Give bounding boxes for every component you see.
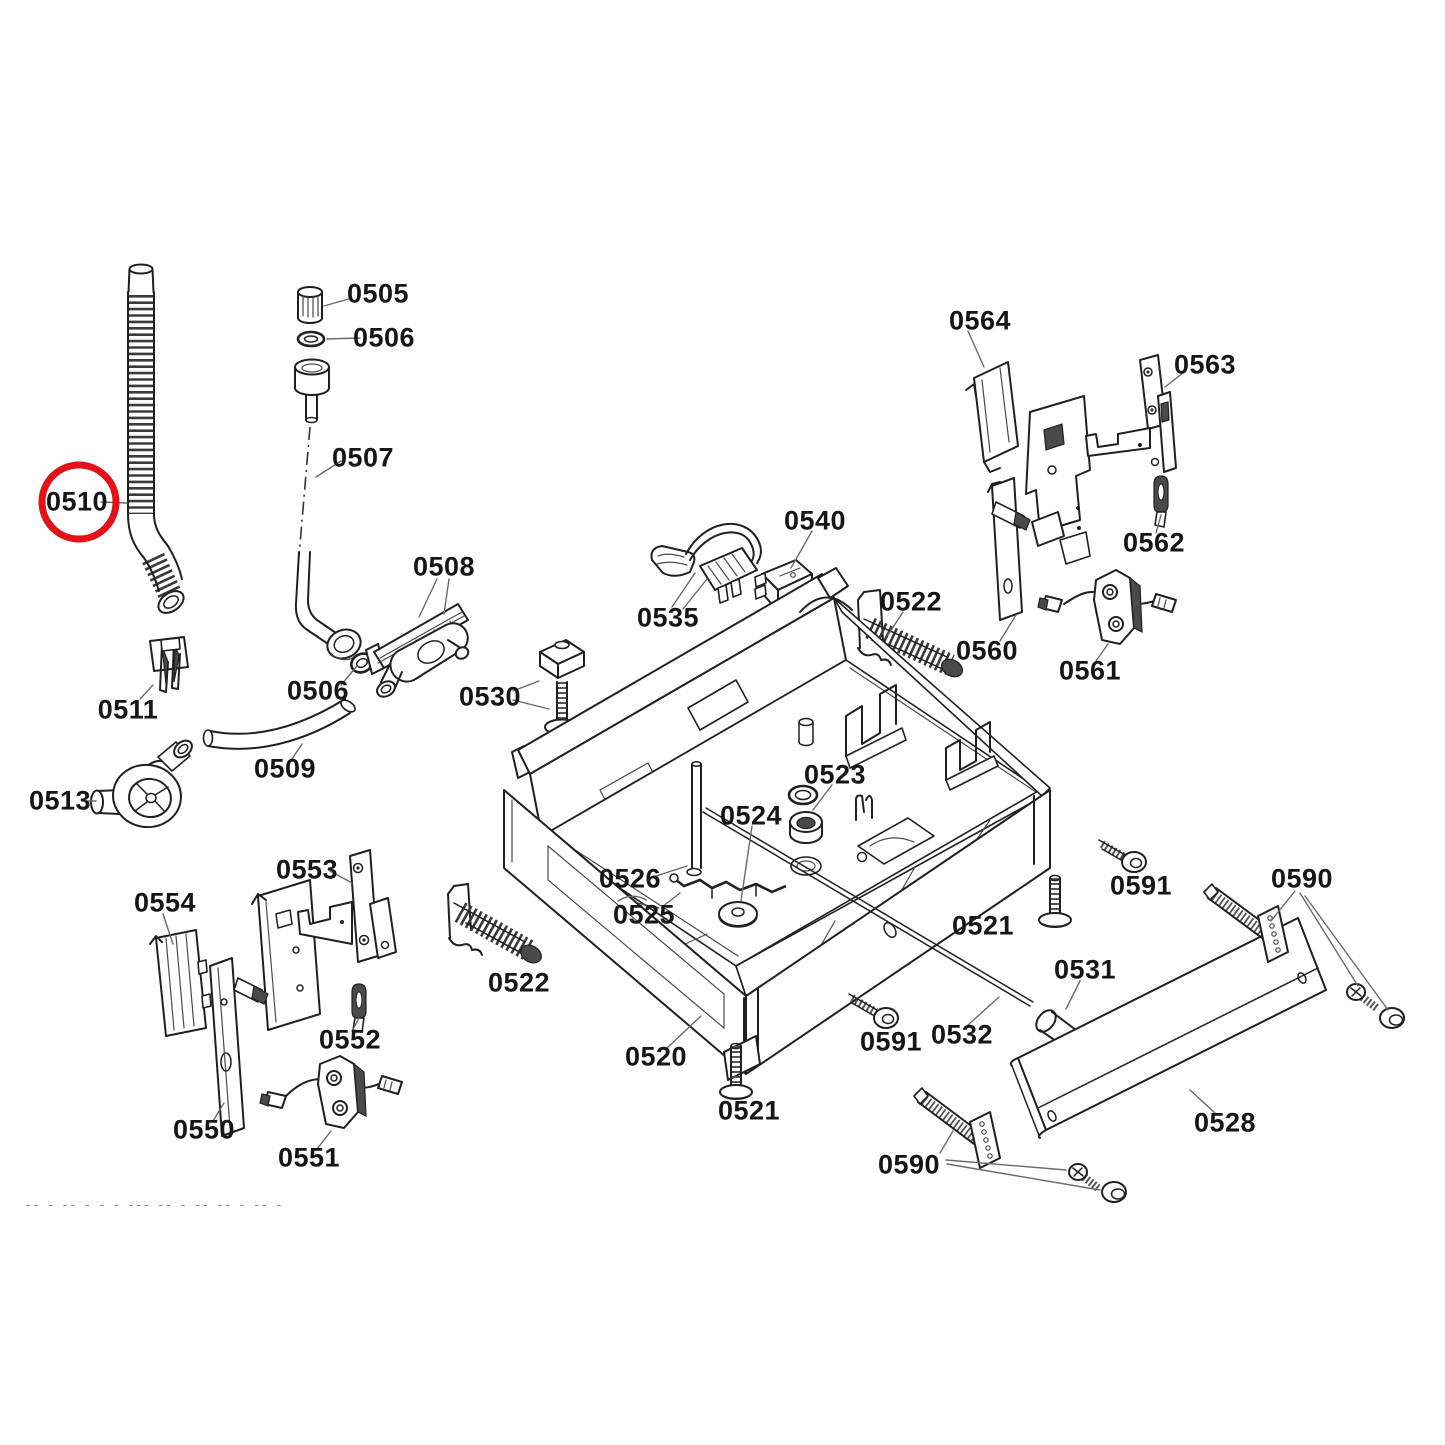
part-label-0505: 0505 [346,278,410,309]
part-drawing-0591-bolt-upper [1098,839,1147,873]
part-drawing-0525-linkage-wire [669,873,787,899]
part-label-0520: 0520 [624,1041,688,1072]
part-label-0564: 0564 [948,305,1012,336]
part-label-0507: 0507 [331,442,395,473]
clipped-footer-text: -- - -- - - - --- -- - -- -- - -- - [26,1196,285,1209]
part-label-0535: 0535 [636,602,700,633]
leader-lines [84,297,1389,1191]
part-drawing-0520-base [503,567,1051,1081]
part-label-0526: 0526 [598,863,662,894]
part-drawing-0590-rail-top [1203,883,1289,963]
part-label-0528: 0528 [1193,1107,1257,1138]
part-label-0590-upper: 0590 [1270,863,1334,894]
part-drawing-0552-clip [351,983,367,1033]
part-drawing-0560-bracket [987,395,1091,621]
part-drawing-0511-clip [149,636,189,693]
part-label-0513: 0513 [28,785,92,816]
part-drawing-0590-rail-bottom [913,1087,1001,1169]
part-drawing-0590-cap-bottom [1101,1181,1127,1203]
part-label-0522-left: 0522 [487,967,551,998]
part-drawing-0590-screw-top [1346,983,1381,1013]
part-label-0552: 0552 [318,1024,382,1055]
part-drawing-0506-seal-upper [296,330,326,348]
part-drawing-0590-cap-top [1379,1007,1405,1029]
part-label-0550: 0550 [172,1114,236,1145]
part-drawing-0528-panel [1009,917,1327,1139]
part-drawing-0513-pump [90,739,193,829]
part-drawing-0524-washer [718,901,758,928]
part-drawing-0564-panel [965,361,1019,473]
part-label-0563: 0563 [1173,349,1237,380]
part-drawing-0523-sump-grommets [787,784,823,876]
part-label-0540: 0540 [783,505,847,536]
part-label-0506-upper: 0506 [352,322,416,353]
part-drawing-0562-clip [1153,475,1169,528]
part-label-0553: 0553 [275,854,339,885]
part-drawing-base-details [798,684,999,865]
part-drawing-0561-component [1037,569,1177,645]
part-label-0522-right: 0522 [879,586,943,617]
part-drawing-0535-switch-harness [650,523,762,604]
part-drawing-0526-pin [686,761,702,877]
part-drawing-0522-spring-right [857,589,964,678]
part-label-0590-lower: 0590 [877,1149,941,1180]
part-label-0560: 0560 [955,635,1019,666]
part-label-0508: 0508 [412,551,476,582]
part-drawing-0508-valve [365,603,470,698]
part-label-0532: 0532 [930,1019,994,1050]
part-drawing-0521-foot-right [1038,874,1072,928]
highlight-circle-0510 [38,461,120,543]
part-label-0562: 0562 [1122,527,1186,558]
part-drawing-0505-cap [297,286,323,324]
part-label-0591-lower: 0591 [859,1026,923,1057]
part-drawing-0532-rod [702,807,1034,1007]
part-label-0509: 0509 [253,753,317,784]
part-label-0524: 0524 [719,800,783,831]
part-label-0521-bottom: 0521 [717,1095,781,1126]
part-drawing-0563-bracket [1085,354,1177,473]
part-label-0551: 0551 [277,1142,341,1173]
part-label-0510-highlighted: 0510 [45,486,109,517]
part-label-0521-right: 0521 [951,910,1015,941]
part-label-0506-lower: 0506 [286,675,350,706]
part-drawing-0521-foot-front [719,1042,753,1100]
part-drawing-0509-hose [202,698,356,750]
part-label-0511: 0511 [97,694,159,725]
part-drawing-0507-fill-tube [294,358,362,661]
part-label-0554: 0554 [133,887,197,918]
part-drawing-0590-screw-bottom [1068,1163,1101,1192]
part-drawing-0591-bolt-lower [848,993,899,1029]
part-drawing-0522-spring-left [447,883,542,964]
part-label-0530: 0530 [458,681,522,712]
part-label-0531: 0531 [1053,954,1117,985]
part-label-0591-upper: 0591 [1109,870,1173,901]
part-label-0561: 0561 [1058,655,1122,686]
part-drawing-0510-drain-hose [127,263,185,614]
part-label-0525: 0525 [612,899,676,930]
part-label-0523: 0523 [803,759,867,790]
part-drawing-0554-panel [149,929,212,1037]
part-drawing-0551-component [259,1055,403,1129]
part-drawing-0553-bracket [297,849,397,963]
